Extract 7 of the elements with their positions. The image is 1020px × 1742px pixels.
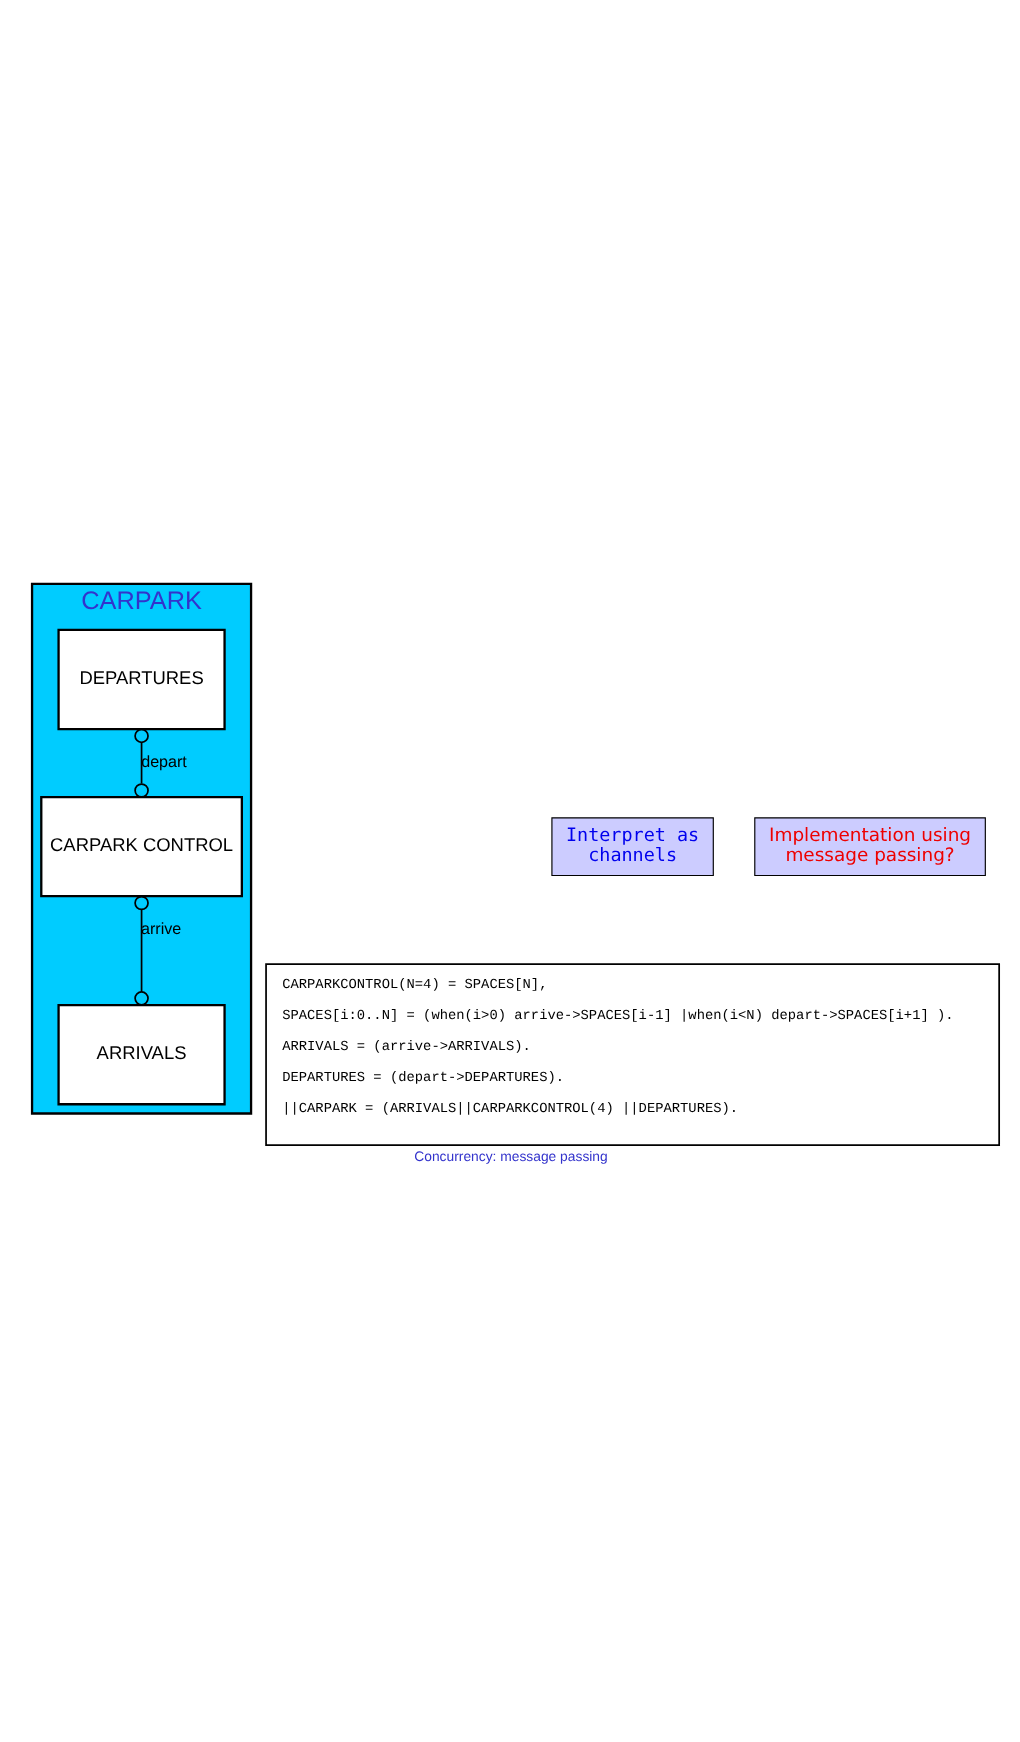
node-box: CARPARK CONTROL [39,794,242,897]
node-box: Implementation using message passing? [753,816,985,876]
node-box: ARRIVALS [56,1002,225,1105]
node-box: DEPARTURES [56,627,225,730]
node-box: Interpret as channels [550,816,713,876]
connector [133,727,148,797]
connector [133,894,148,1005]
